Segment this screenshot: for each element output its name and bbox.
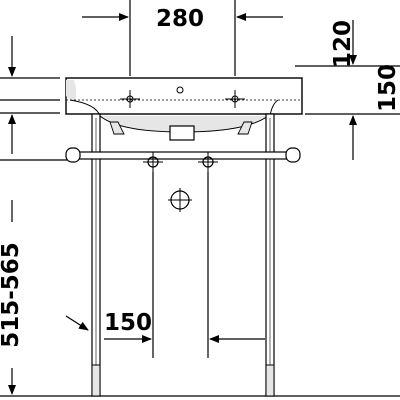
stand-frame — [65, 113, 301, 397]
dim-label-120: 120 — [330, 20, 356, 68]
dim-label-150: 150 — [104, 310, 152, 336]
fixing-left-icon — [143, 152, 163, 172]
fixing-right-icon — [198, 152, 218, 172]
dimension-bottom-width: 150 — [65, 310, 265, 343]
wall-fixings — [143, 152, 218, 358]
dim-label-280: 280 — [156, 6, 204, 32]
dimension-top-height: 120 150 — [295, 20, 400, 160]
dim-label-515-565: 515-565 — [0, 242, 24, 348]
dim-label-right-partial: 150 — [375, 64, 400, 112]
tap-hole-left-icon — [120, 90, 140, 108]
basin — [65, 77, 303, 141]
overflow-icon — [176, 86, 184, 94]
dimension-top-width: 280 — [82, 0, 283, 76]
leader-arrow-icon — [65, 315, 89, 331]
drain-outlet-icon — [168, 188, 192, 212]
tap-hole-right-icon — [225, 90, 245, 108]
dimension-left-height: 515-565 — [0, 36, 400, 397]
